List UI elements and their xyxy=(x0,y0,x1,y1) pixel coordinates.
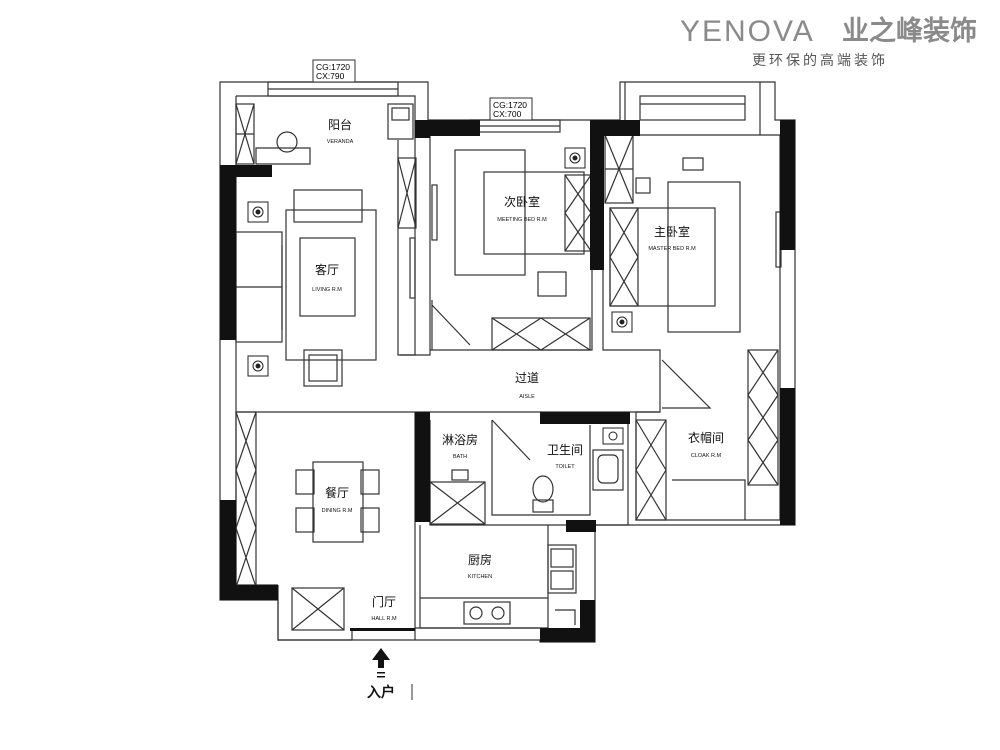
room-label-bedroom2: 次卧室 xyxy=(504,194,540,209)
bedroom2-chair xyxy=(537,271,567,297)
brand-logo: YENOVA 业之峰装饰 更环保的高端装饰 xyxy=(680,14,998,74)
room-label-toilet-en: TOILET xyxy=(555,464,575,470)
lamp-icon xyxy=(247,355,269,377)
lamp-icon xyxy=(247,201,269,223)
kitchen-sink xyxy=(547,544,577,594)
bath-sink xyxy=(592,449,624,491)
hall-cabinet xyxy=(291,587,345,631)
lamp-icon xyxy=(602,427,624,445)
room-label-cloak-en: CLOAK R.M xyxy=(691,453,722,459)
lamp-icon xyxy=(564,147,586,169)
room-label-dining-en: DINING R.M xyxy=(322,508,353,514)
wardrobe-living xyxy=(397,157,417,229)
room-label-balcony-en: VERANDA xyxy=(327,139,354,145)
hall-lines xyxy=(277,585,540,641)
living-rug xyxy=(285,209,377,361)
room-label-aisle-en: AISLE xyxy=(519,394,535,400)
balcony-chair xyxy=(276,131,298,153)
partition-master xyxy=(602,134,781,521)
shower-door xyxy=(491,419,531,461)
tea-table xyxy=(299,237,356,317)
room-label-master: 主卧室 xyxy=(654,224,690,239)
room-label-hall-en: HALL R.M xyxy=(371,616,397,622)
door-entry xyxy=(351,629,415,640)
washer xyxy=(387,103,414,140)
room-label-cloak: 衣帽间 xyxy=(688,430,724,445)
bedroom2-bed xyxy=(483,171,585,255)
room-label-balcony: 阳台 xyxy=(328,117,352,132)
master-window xyxy=(639,95,746,121)
svg-text:CG:1720: CG:1720 xyxy=(493,100,527,110)
master-bed xyxy=(609,207,716,307)
room-label-dining: 餐厅 xyxy=(325,485,349,500)
outer-outline xyxy=(219,81,796,643)
room-label-living: 客厅 xyxy=(315,262,339,277)
bedroom2-rug xyxy=(454,149,526,276)
wardrobe-cloak-1 xyxy=(747,349,779,486)
room-label-kitchen: 厨房 xyxy=(468,552,492,567)
kitchen-stove xyxy=(463,601,511,625)
room-label-hall: 门厅 xyxy=(372,594,396,609)
wardrobe-cloak-2 xyxy=(635,419,667,521)
window-tag-bedroom2: CG:1720 CX:700 xyxy=(489,97,533,121)
door-bedroom2 xyxy=(431,300,471,350)
dining-table xyxy=(312,461,364,543)
lamp-icon xyxy=(611,311,633,333)
room-label-toilet: 卫生间 xyxy=(547,443,583,457)
room-label-master-en: MASTER BED R.M xyxy=(648,246,696,252)
up-arrow-icon xyxy=(372,648,390,678)
shower-drain xyxy=(451,469,469,481)
room-label-shower-en: BATH xyxy=(453,454,467,460)
window-tag-balcony: CG:1720 CX:790 xyxy=(312,59,356,83)
armchair xyxy=(303,349,343,387)
brand-name-chinese: 业之峰装饰 xyxy=(842,16,977,47)
door-kitchen xyxy=(555,609,576,625)
svg-text:CX:790: CX:790 xyxy=(316,71,345,81)
room-label-living-en: LIVING R.M xyxy=(312,287,342,293)
master-rug xyxy=(667,181,741,333)
toilet-bowl xyxy=(532,475,554,503)
dining-chair xyxy=(295,469,315,495)
door-cloak xyxy=(672,479,746,520)
brand-slogan: 更环保的高端装饰 xyxy=(752,53,888,69)
wardrobe-dining xyxy=(235,411,257,588)
dining-chair xyxy=(360,507,380,533)
tv-cabinet xyxy=(293,189,363,223)
kitchen-cabinet xyxy=(429,481,486,525)
room-label-bedroom2-en: MEETING BED R.M xyxy=(497,217,547,223)
wall-columns xyxy=(220,120,795,642)
dining-chair xyxy=(360,469,380,495)
svg-text:CG:1720: CG:1720 xyxy=(316,62,350,72)
wardrobe-balcony xyxy=(235,103,255,165)
dining-chair xyxy=(295,507,315,533)
room-label-aisle: 过道 xyxy=(515,371,539,385)
svg-text:CX:700: CX:700 xyxy=(493,109,522,119)
door-master xyxy=(661,359,712,409)
room-label-shower: 淋浴房 xyxy=(442,432,478,447)
wardrobe-bedroom2 xyxy=(491,317,591,351)
partition-living-aisle xyxy=(397,120,431,356)
entrance-label: 入户 xyxy=(367,684,395,701)
wardrobe-master-side xyxy=(604,134,634,204)
brand-name-latin: YENOVA xyxy=(680,15,815,48)
room-label-kitchen-en: KITCHEN xyxy=(468,574,492,580)
